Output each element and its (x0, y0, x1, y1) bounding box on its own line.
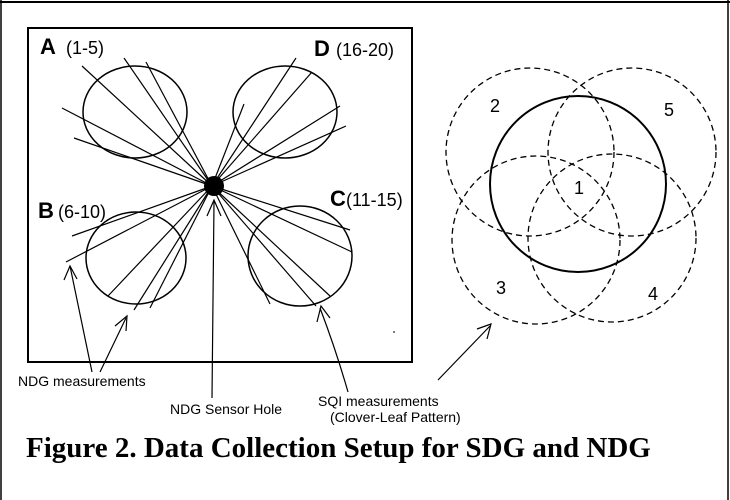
sqi-clover-leaf (445, 67, 717, 325)
box-corner-dot (393, 331, 395, 333)
ndg-line-d5 (211, 103, 245, 187)
ndg-line-a5 (73, 137, 213, 187)
ndg-line-b1 (65, 185, 213, 263)
sqi-label-4: 4 (648, 284, 658, 304)
sqi-circle-4 (527, 153, 697, 323)
ndg-line-b2 (71, 185, 213, 237)
quadrant-range-b: (6-10) (58, 202, 106, 222)
ndg-setup-box (27, 27, 413, 363)
ndg-line-d4 (211, 125, 347, 187)
ndg-measurement-arrow-2-head (114, 314, 128, 332)
sqi-arrow-2 (437, 325, 491, 381)
callout-arrows (63, 198, 492, 399)
sqi-circle-2 (445, 67, 615, 237)
ndg-line-c5 (211, 185, 351, 231)
ndg-line-c4 (211, 185, 271, 305)
sensor-hole-arrow (211, 201, 215, 399)
quadrant-circle-d (232, 65, 338, 159)
ndg-line-c3 (211, 185, 317, 307)
sqi-arrow-1-head (316, 304, 331, 323)
quadrant-circle-a (82, 65, 188, 159)
quadrant-letter-d: D (314, 36, 330, 61)
ndg-line-c2 (211, 185, 331, 297)
ndg-line-b5 (149, 185, 213, 309)
quadrant-letter-c: C (330, 186, 346, 211)
ndg-measurements-label: NDG measurements (18, 373, 146, 389)
ndg-line-b4 (133, 185, 213, 311)
ndg-line-a4 (145, 61, 213, 187)
ndg-measurement-arrow-2 (99, 317, 127, 373)
quadrant-range-d: (16-20) (336, 40, 394, 60)
ndg-line-d3 (211, 105, 341, 187)
sqi-label-3: 3 (496, 278, 506, 298)
figure-caption: Figure 2. Data Collection Setup for SDG … (26, 432, 651, 464)
sqi-arrow-1 (319, 307, 349, 393)
sqi-label-5: 5 (664, 100, 674, 120)
sensor-hole-arrow-head (206, 198, 222, 217)
quadrant-label-a: A (1-5) (40, 34, 104, 59)
ndg-line-c1 (211, 185, 353, 253)
ndg-measurement-arrow-1-head (63, 264, 78, 281)
ndg-line-d1 (211, 57, 297, 187)
ndg-measurement-arrow-1 (69, 265, 93, 373)
ndg-line-a3 (123, 57, 213, 187)
quadrant-letter-b: B (38, 198, 54, 223)
sqi-circle-1 (489, 95, 667, 273)
sqi-circle-3 (451, 155, 621, 325)
sqi-label-2: 2 (490, 96, 500, 116)
ndg-sensor-hole-label: NDG Sensor Hole (170, 401, 282, 417)
sqi-circle-5 (547, 67, 717, 237)
quadrant-label-b: B (6-10) (38, 198, 106, 223)
quadrant-range-a: (1-5) (66, 38, 104, 58)
sqi-pattern-label: (Clover-Leaf Pattern) (330, 409, 461, 425)
ndg-line-a2 (81, 65, 213, 187)
ndg-measurement-lines (61, 57, 353, 311)
quadrant-label-c: C (11-15) (330, 186, 403, 211)
quadrant-range-c: (11-15) (346, 190, 403, 210)
quadrant-circle-c (247, 205, 353, 307)
quadrant-label-d: D (16-20) (314, 36, 394, 61)
sqi-arrow-2-head (476, 323, 492, 340)
sqi-measurements-label: SQI measurements (318, 393, 439, 409)
ndg-line-a1 (61, 107, 213, 187)
quadrant-letter-a: A (40, 34, 56, 59)
quadrant-circles (82, 65, 353, 307)
quadrant-circle-b (85, 211, 187, 305)
ndg-line-b3 (107, 185, 213, 297)
ndg-line-d2 (211, 71, 313, 187)
sqi-label-1: 1 (574, 178, 584, 198)
ndg-sensor-hole (204, 176, 224, 196)
